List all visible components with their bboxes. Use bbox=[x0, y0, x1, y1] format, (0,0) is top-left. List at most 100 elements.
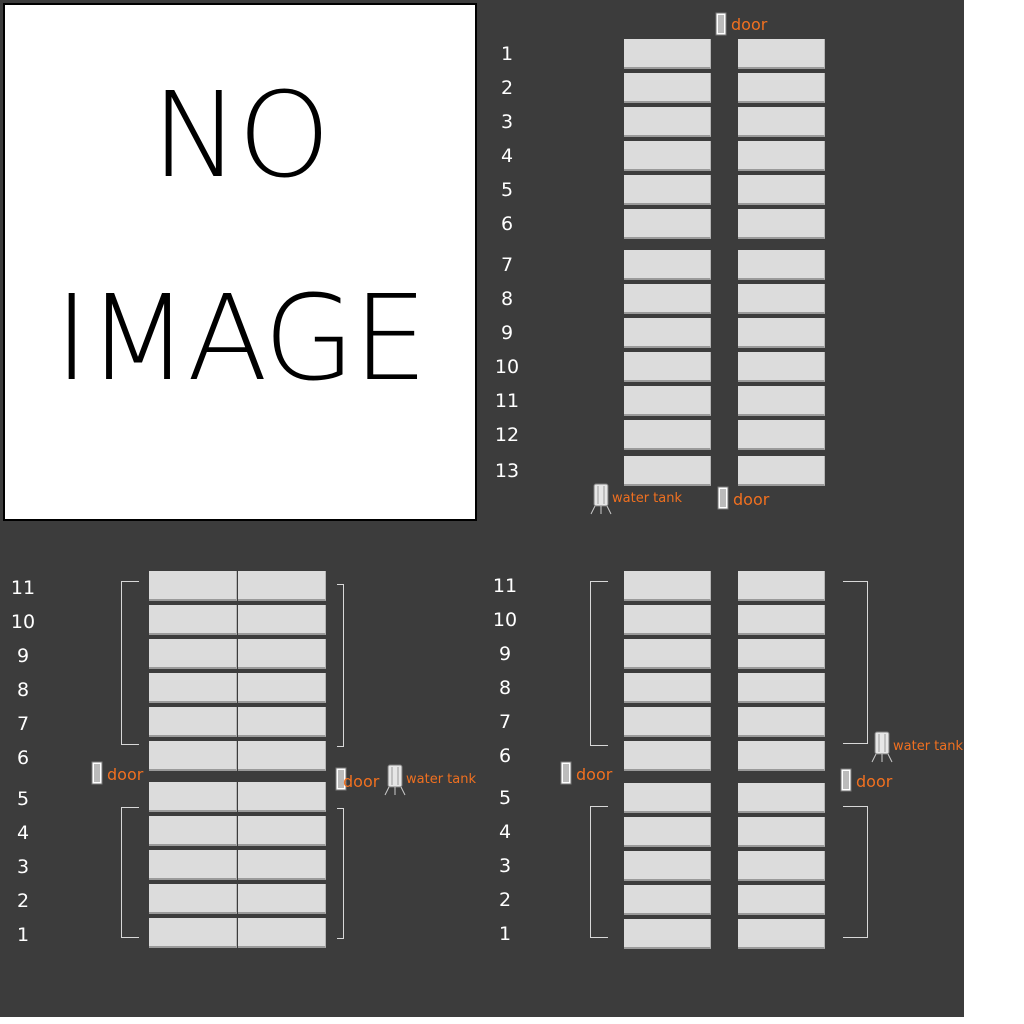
bed-cell[interactable] bbox=[624, 605, 711, 635]
bed-cell[interactable] bbox=[624, 386, 711, 416]
bed-cell[interactable] bbox=[238, 639, 326, 669]
bed-cell[interactable] bbox=[238, 850, 326, 880]
placeholder-text-line2: IMAGE bbox=[54, 269, 427, 407]
row-number: 3 bbox=[16, 856, 30, 878]
bed-cell[interactable] bbox=[149, 918, 237, 948]
door-icon bbox=[715, 12, 727, 36]
bed-cell[interactable] bbox=[149, 605, 237, 635]
bed-cell[interactable] bbox=[624, 352, 711, 382]
bed-cell[interactable] bbox=[238, 782, 326, 812]
bed-cell[interactable] bbox=[238, 605, 326, 635]
bracket bbox=[121, 807, 139, 938]
bed-cell[interactable] bbox=[738, 250, 825, 280]
bed-cell[interactable] bbox=[238, 884, 326, 914]
bed-cell[interactable] bbox=[738, 141, 825, 171]
row-number: 9 bbox=[500, 322, 514, 344]
bed-cell[interactable] bbox=[624, 39, 711, 69]
bed-cell[interactable] bbox=[624, 817, 711, 847]
water-tank-icon bbox=[871, 731, 893, 763]
bed-cell[interactable] bbox=[238, 741, 326, 771]
bed-cell[interactable] bbox=[738, 605, 825, 635]
bed-cell[interactable] bbox=[738, 456, 825, 486]
no-image-placeholder: NO IMAGE bbox=[3, 3, 477, 521]
bed-cell[interactable] bbox=[624, 73, 711, 103]
bed-cell[interactable] bbox=[738, 885, 825, 915]
bed-cell[interactable] bbox=[738, 73, 825, 103]
door-label: door bbox=[856, 772, 893, 791]
bed-cell[interactable] bbox=[149, 884, 237, 914]
bed-cell[interactable] bbox=[624, 673, 711, 703]
bed-cell[interactable] bbox=[738, 571, 825, 601]
row-number: 11 bbox=[494, 390, 520, 412]
bed-cell[interactable] bbox=[624, 571, 711, 601]
bed-cell[interactable] bbox=[624, 318, 711, 348]
bed-cell[interactable] bbox=[238, 673, 326, 703]
bed-cell[interactable] bbox=[738, 783, 825, 813]
door-icon bbox=[717, 486, 729, 510]
bed-cell[interactable] bbox=[238, 816, 326, 846]
row-number: 6 bbox=[16, 747, 30, 769]
bed-cell[interactable] bbox=[238, 918, 326, 948]
bed-cell[interactable] bbox=[738, 386, 825, 416]
bed-cell[interactable] bbox=[624, 741, 711, 771]
bed-cell[interactable] bbox=[624, 707, 711, 737]
bed-cell[interactable] bbox=[149, 707, 237, 737]
bed-cell[interactable] bbox=[624, 141, 711, 171]
water-tank-label: water tank bbox=[893, 739, 964, 754]
bed-cell[interactable] bbox=[238, 571, 326, 601]
placeholder-text-line1: NO bbox=[151, 66, 330, 204]
bed-cell[interactable] bbox=[738, 817, 825, 847]
bed-cell[interactable] bbox=[738, 673, 825, 703]
row-number: 3 bbox=[500, 111, 514, 133]
door-label: door bbox=[731, 15, 768, 34]
bracket bbox=[337, 808, 344, 939]
bed-cell[interactable] bbox=[149, 571, 237, 601]
bed-cell[interactable] bbox=[738, 318, 825, 348]
bed-cell[interactable] bbox=[738, 175, 825, 205]
bed-cell[interactable] bbox=[624, 175, 711, 205]
bed-cell[interactable] bbox=[149, 782, 237, 812]
bed-cell[interactable] bbox=[738, 741, 825, 771]
bed-cell[interactable] bbox=[738, 352, 825, 382]
door-icon bbox=[560, 761, 572, 785]
bed-cell[interactable] bbox=[738, 209, 825, 239]
bed-cell[interactable] bbox=[738, 39, 825, 69]
bed-cell[interactable] bbox=[149, 673, 237, 703]
bed-cell[interactable] bbox=[738, 851, 825, 881]
bed-cell[interactable] bbox=[624, 250, 711, 280]
door-label: door bbox=[733, 490, 770, 509]
bed-cell[interactable] bbox=[624, 456, 711, 486]
row-number: 10 bbox=[10, 611, 36, 633]
door-label: door bbox=[343, 772, 380, 791]
bed-cell[interactable] bbox=[624, 851, 711, 881]
bed-cell[interactable] bbox=[738, 639, 825, 669]
bed-cell[interactable] bbox=[624, 420, 711, 450]
bed-cell[interactable] bbox=[738, 107, 825, 137]
bed-cell[interactable] bbox=[624, 919, 711, 949]
bed-cell[interactable] bbox=[624, 107, 711, 137]
door-label: door bbox=[576, 765, 613, 784]
bed-cell[interactable] bbox=[238, 707, 326, 737]
bed-cell[interactable] bbox=[149, 741, 237, 771]
bracket bbox=[121, 581, 139, 745]
bed-cell[interactable] bbox=[738, 284, 825, 314]
bed-cell[interactable] bbox=[624, 885, 711, 915]
door-icon bbox=[335, 767, 347, 791]
bed-cell[interactable] bbox=[738, 919, 825, 949]
bed-cell[interactable] bbox=[738, 707, 825, 737]
row-number: 2 bbox=[498, 889, 512, 911]
bed-cell[interactable] bbox=[624, 639, 711, 669]
bed-cell[interactable] bbox=[149, 816, 237, 846]
bed-cell[interactable] bbox=[624, 783, 711, 813]
bed-cell[interactable] bbox=[624, 209, 711, 239]
row-number: 4 bbox=[500, 145, 514, 167]
row-number: 13 bbox=[494, 460, 520, 482]
row-number: 3 bbox=[498, 855, 512, 877]
bed-cell[interactable] bbox=[624, 284, 711, 314]
bed-cell[interactable] bbox=[738, 420, 825, 450]
row-number: 8 bbox=[500, 288, 514, 310]
bed-cell[interactable] bbox=[149, 639, 237, 669]
row-number: 7 bbox=[500, 254, 514, 276]
row-number: 8 bbox=[498, 677, 512, 699]
bed-cell[interactable] bbox=[149, 850, 237, 880]
